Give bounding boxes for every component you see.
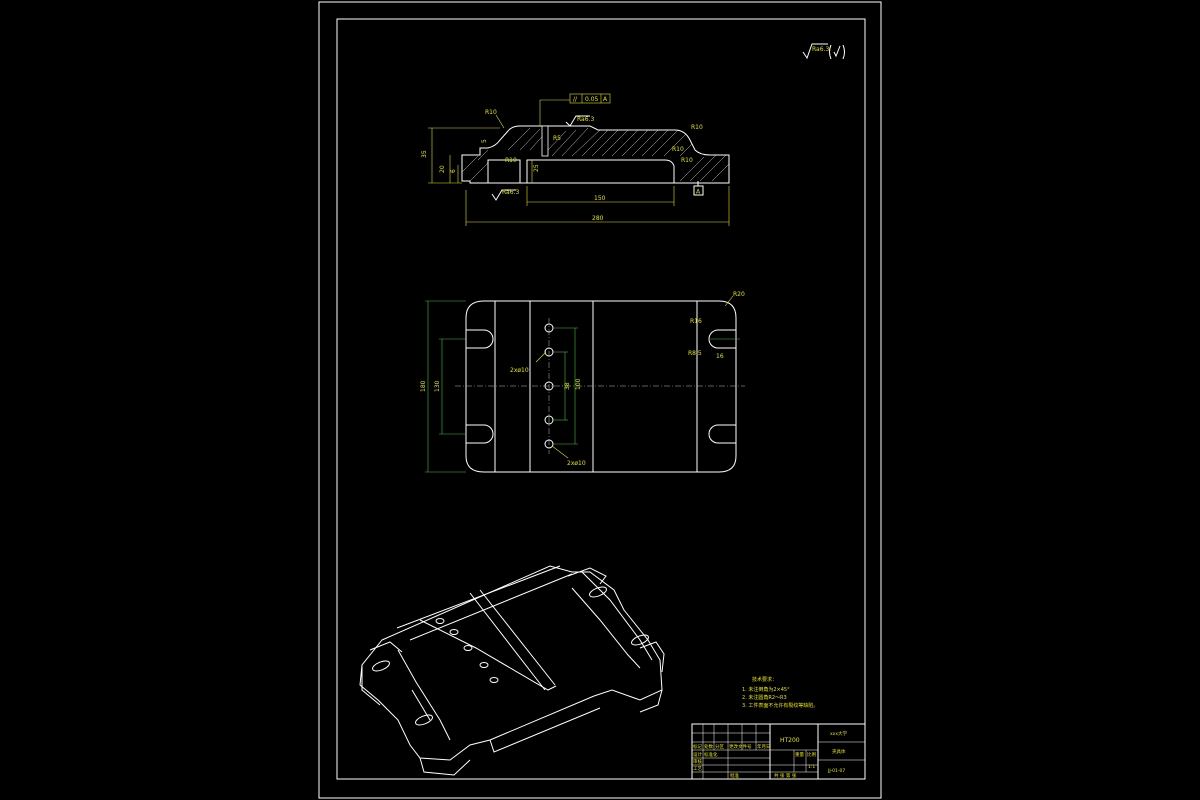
svg-text:重量: 重量: [795, 751, 804, 758]
svg-text:25: 25: [533, 164, 540, 172]
svg-text:A: A: [603, 96, 608, 103]
svg-text:R10: R10: [672, 146, 684, 153]
section-view: A // 0.05 A Ra6.3 Ra6.3 R10 R10 R5 R10 R…: [421, 93, 730, 226]
svg-text:Ra6.3: Ra6.3: [577, 116, 594, 123]
svg-text:JJ-01-07: JJ-01-07: [827, 768, 845, 774]
svg-text:比例: 比例: [807, 751, 816, 758]
svg-text:R10: R10: [485, 109, 497, 116]
svg-text:A: A: [696, 189, 701, 196]
svg-text:R10: R10: [691, 124, 703, 131]
title-block: HT200 xxx大学 夹具体 JJ-01-07 重量 比例 1:1 共 张 第…: [691, 723, 866, 780]
svg-text:38: 38: [564, 382, 571, 390]
svg-text:2xø10: 2xø10: [567, 460, 586, 467]
svg-text:R10: R10: [505, 157, 517, 164]
section-pocket: [526, 159, 675, 183]
svg-text:1. 未注倒角为2×45°: 1. 未注倒角为2×45°: [742, 686, 790, 693]
technical-notes: 技术要求： 1. 未注倒角为2×45° 2. 未注圆角R2～R3 3. 工件表面…: [742, 676, 818, 709]
svg-text:批准: 批准: [730, 772, 739, 779]
svg-text:150: 150: [594, 195, 606, 202]
svg-text:标准化: 标准化: [704, 751, 718, 758]
svg-text:2. 未注圆角R2～R3: 2. 未注圆角R2～R3: [742, 694, 787, 701]
svg-text:5: 5: [481, 139, 488, 143]
svg-text:处数: 处数: [704, 743, 713, 750]
svg-text:更改文件号: 更改文件号: [729, 743, 752, 750]
svg-text:R16: R16: [690, 318, 702, 325]
section-hatch: [461, 127, 730, 182]
plan-outline: [465, 300, 737, 473]
svg-text:工艺: 工艺: [693, 766, 702, 772]
svg-text:280: 280: [592, 215, 604, 222]
svg-text:0.05: 0.05: [585, 96, 599, 103]
svg-text:Ra6.3: Ra6.3: [502, 189, 519, 196]
svg-text:标记: 标记: [693, 743, 702, 750]
svg-text:35: 35: [421, 150, 428, 158]
svg-text://: //: [573, 96, 578, 103]
svg-text:R8.5: R8.5: [688, 350, 702, 357]
plan-view: R20 R16 R8.5 16 2xø10 2xø10 180 130 38 1…: [420, 291, 745, 473]
inner-frame: [336, 18, 866, 780]
svg-text:设计: 设计: [693, 751, 702, 758]
svg-text:16: 16: [716, 353, 724, 360]
svg-text:6: 6: [450, 169, 457, 173]
svg-text:1:1: 1:1: [808, 764, 815, 770]
svg-text:20: 20: [439, 165, 446, 173]
section-outline: [461, 125, 730, 184]
svg-text:180: 180: [420, 380, 427, 392]
svg-text:100: 100: [575, 378, 582, 390]
svg-text:分区: 分区: [715, 743, 724, 750]
isometric-view: [359, 565, 665, 776]
roughness-symbol-general: Ra6.3: [802, 43, 845, 60]
svg-text:R10: R10: [681, 157, 693, 164]
svg-text:2xø10: 2xø10: [510, 367, 529, 374]
svg-text:R20: R20: [733, 291, 745, 298]
svg-text:技术要求：: 技术要求：: [752, 676, 777, 683]
svg-text:xxx大学: xxx大学: [830, 730, 847, 737]
svg-text:130: 130: [434, 380, 441, 392]
svg-text:审核: 审核: [693, 758, 702, 765]
svg-text:共 张 第 张: 共 张 第 张: [774, 772, 797, 779]
svg-text:年月日: 年月日: [757, 743, 771, 750]
svg-text:HT200: HT200: [780, 737, 800, 744]
svg-text:Ra6.3: Ra6.3: [812, 46, 829, 53]
svg-text:3. 工件表面不允许有裂纹等缺陷。: 3. 工件表面不允许有裂纹等缺陷。: [742, 702, 818, 709]
outer-frame: [318, 1, 882, 799]
svg-text:夹具体: 夹具体: [832, 748, 846, 755]
svg-text:R5: R5: [553, 135, 561, 142]
